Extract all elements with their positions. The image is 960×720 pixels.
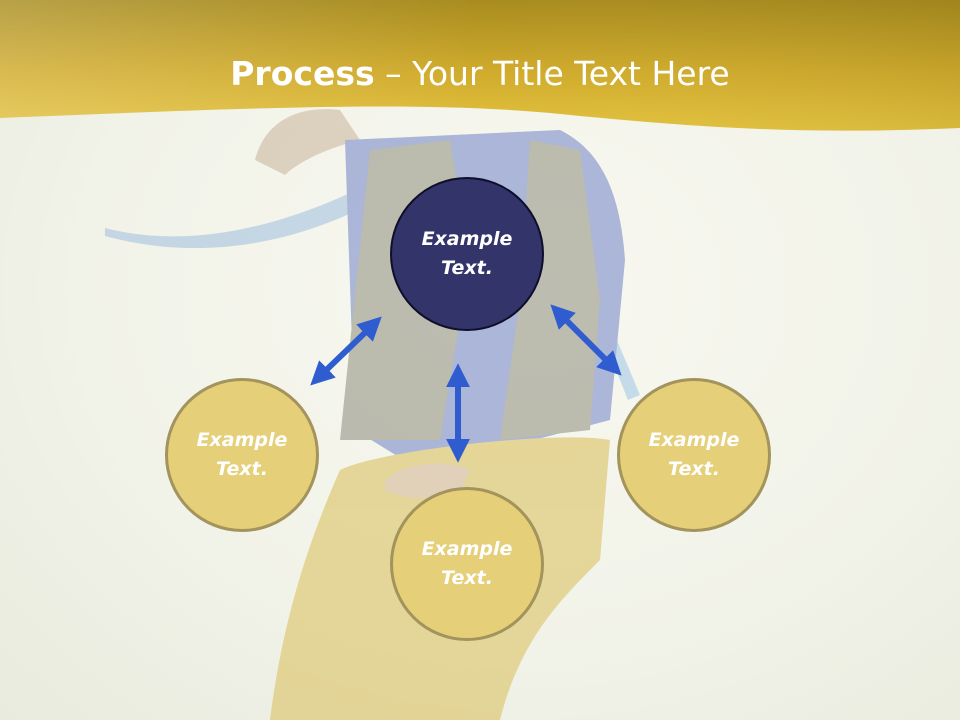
bottom-node-text: Example Text. xyxy=(421,538,513,589)
header-band xyxy=(0,0,960,131)
left-node-text: Example Text. xyxy=(196,429,288,480)
center-node: Example Text. xyxy=(390,177,544,331)
title-rest: – Your Title Text Here xyxy=(374,54,730,93)
title-bold: Process xyxy=(230,54,375,93)
slide-title: Process – Your Title Text Here xyxy=(0,52,960,96)
bottom-node: Example Text. xyxy=(390,487,544,641)
center-node-text: Example Text. xyxy=(421,228,513,279)
left-node: Example Text. xyxy=(165,378,319,532)
right-node: Example Text. xyxy=(617,378,771,532)
right-node-text: Example Text. xyxy=(648,429,740,480)
